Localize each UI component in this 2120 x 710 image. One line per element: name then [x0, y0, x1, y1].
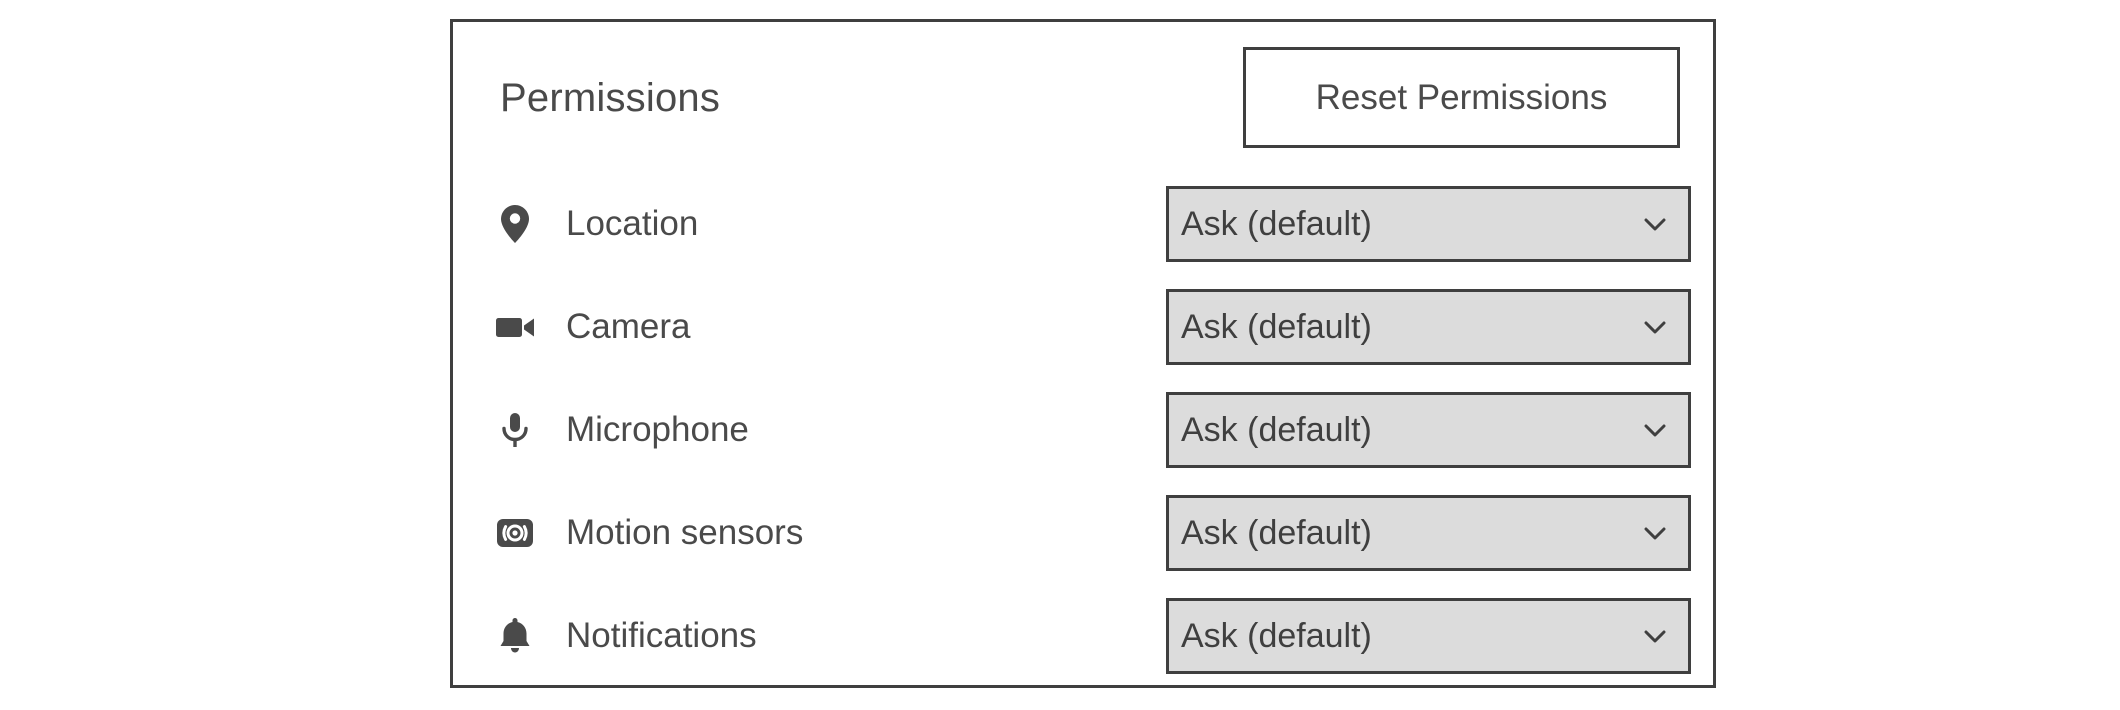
- chevron-down-icon: [1642, 520, 1668, 546]
- permission-row-microphone: Microphone Ask (default): [453, 378, 1713, 481]
- chevron-down-icon: [1642, 417, 1668, 443]
- motion-sensor-icon: [492, 510, 538, 556]
- select-value: Ask (default): [1181, 308, 1372, 346]
- permissions-panel: Permissions Reset Permissions Location A…: [450, 19, 1716, 688]
- permissions-header: Permissions Reset Permissions: [453, 22, 1713, 172]
- permission-select-camera[interactable]: Ask (default): [1166, 289, 1691, 365]
- permission-select-microphone[interactable]: Ask (default): [1166, 392, 1691, 468]
- permission-row-location: Location Ask (default): [453, 172, 1713, 275]
- permission-row-motion-sensors: Motion sensors Ask (default): [453, 481, 1713, 584]
- permission-label: Microphone: [566, 409, 749, 449]
- permission-label: Camera: [566, 306, 691, 346]
- microphone-icon: [492, 407, 538, 453]
- select-value: Ask (default): [1181, 411, 1372, 449]
- chevron-down-icon: [1642, 623, 1668, 649]
- permission-select-notifications[interactable]: Ask (default): [1166, 598, 1691, 674]
- chevron-down-icon: [1642, 314, 1668, 340]
- permission-label-group-motion-sensors: Motion sensors: [492, 481, 803, 584]
- select-value: Ask (default): [1181, 514, 1372, 552]
- video-camera-icon: [492, 304, 538, 350]
- permission-row-camera: Camera Ask (default): [453, 275, 1713, 378]
- permission-label-group-location: Location: [492, 172, 698, 275]
- chevron-down-icon: [1642, 211, 1668, 237]
- permission-label-group-microphone: Microphone: [492, 378, 749, 481]
- permissions-list: Location Ask (default): [453, 172, 1713, 687]
- reset-permissions-button[interactable]: Reset Permissions: [1243, 47, 1680, 148]
- page-title: Permissions: [500, 76, 721, 120]
- permission-select-motion-sensors[interactable]: Ask (default): [1166, 495, 1691, 571]
- permission-label: Motion sensors: [566, 512, 804, 552]
- select-value: Ask (default): [1181, 205, 1372, 243]
- permission-label: Location: [566, 203, 699, 243]
- permission-label-group-notifications: Notifications: [492, 584, 757, 687]
- permission-select-location[interactable]: Ask (default): [1166, 186, 1691, 262]
- permission-row-notifications: Notifications Ask (default): [453, 584, 1713, 687]
- permission-label-group-camera: Camera: [492, 275, 690, 378]
- permission-label: Notifications: [566, 615, 757, 655]
- select-value: Ask (default): [1181, 617, 1372, 655]
- bell-icon: [492, 613, 538, 659]
- location-pin-icon: [492, 201, 538, 247]
